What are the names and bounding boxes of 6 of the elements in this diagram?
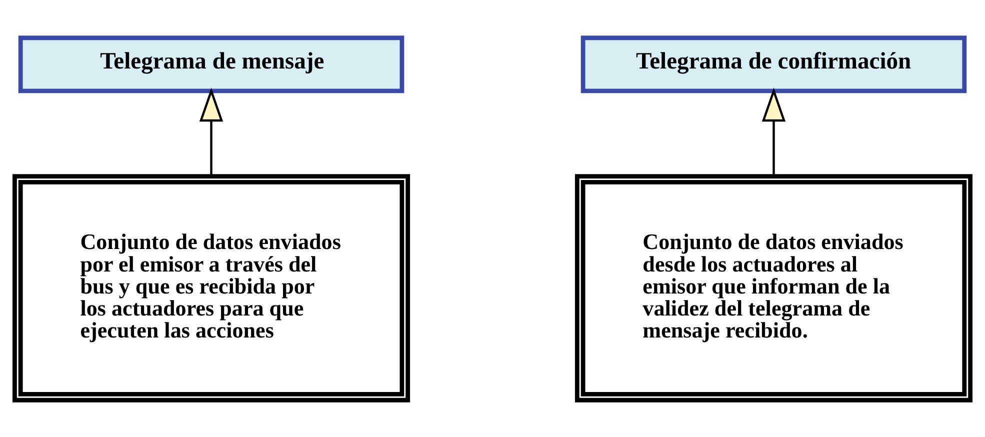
node-box: Conjunto de datos enviados por el emisor a través del bus y que es recibida por los actuadores para que ejecuten las acciones <box>12 174 410 402</box>
node-box: Telegrama de mensaje <box>18 35 404 93</box>
arrow <box>762 87 786 176</box>
node-box: Telegrama de confirmación <box>580 35 967 93</box>
node-box: Conjunto de datos enviados desde los actuadores al emisor que informan de la validez del telegrama de mensaje recibido. <box>574 174 973 402</box>
arrow <box>199 87 224 176</box>
